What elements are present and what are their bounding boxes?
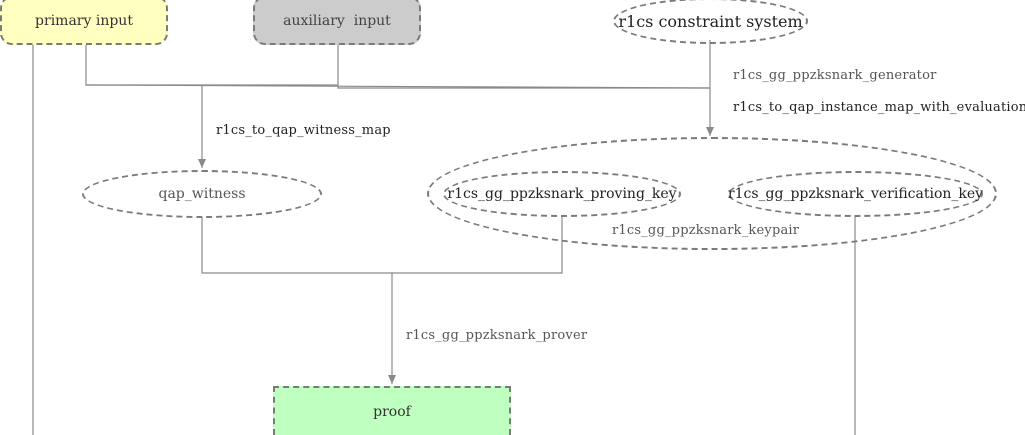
r1cs-constraint-system-node: r1cs constraint system bbox=[613, 0, 808, 44]
auxiliary-input-label: auxiliary input bbox=[283, 12, 391, 29]
auxiliary-input-node: auxiliary input bbox=[253, 0, 421, 45]
primary-input-label: primary input bbox=[35, 12, 133, 29]
proving-key-node: r1cs_gg_ppzksnark_proving_key bbox=[443, 171, 681, 217]
proving-key-label: r1cs_gg_ppzksnark_proving_key bbox=[447, 186, 677, 202]
verification-key-node: r1cs_gg_ppzksnark_verification_key bbox=[728, 171, 983, 217]
generator-label: r1cs_gg_ppzksnark_generator bbox=[733, 68, 937, 83]
proof-node: proof bbox=[273, 386, 511, 435]
keypair-node bbox=[427, 137, 997, 250]
proof-label: proof bbox=[373, 403, 411, 420]
qap-witness-label: qap_witness bbox=[158, 186, 246, 202]
prover-label: r1cs_gg_ppzksnark_prover bbox=[406, 328, 588, 343]
verification-key-label: r1cs_gg_ppzksnark_verification_key bbox=[727, 186, 984, 202]
primary-input-node: primary input bbox=[0, 0, 168, 45]
qap-witness-node: qap_witness bbox=[82, 170, 322, 218]
r1cs-constraint-system-label: r1cs constraint system bbox=[618, 11, 803, 31]
edge-qap-witness-to-prover bbox=[201, 217, 563, 274]
keypair-label: r1cs_gg_ppzksnark_keypair bbox=[612, 223, 800, 238]
instance-map-label: r1cs_to_qap_instance_map_with_evaluation bbox=[733, 100, 1025, 115]
witness-map-label: r1cs_to_qap_witness_map bbox=[216, 123, 391, 138]
edge-join-horizontal bbox=[85, 84, 711, 89]
edge-primary-to-join bbox=[85, 45, 338, 86]
